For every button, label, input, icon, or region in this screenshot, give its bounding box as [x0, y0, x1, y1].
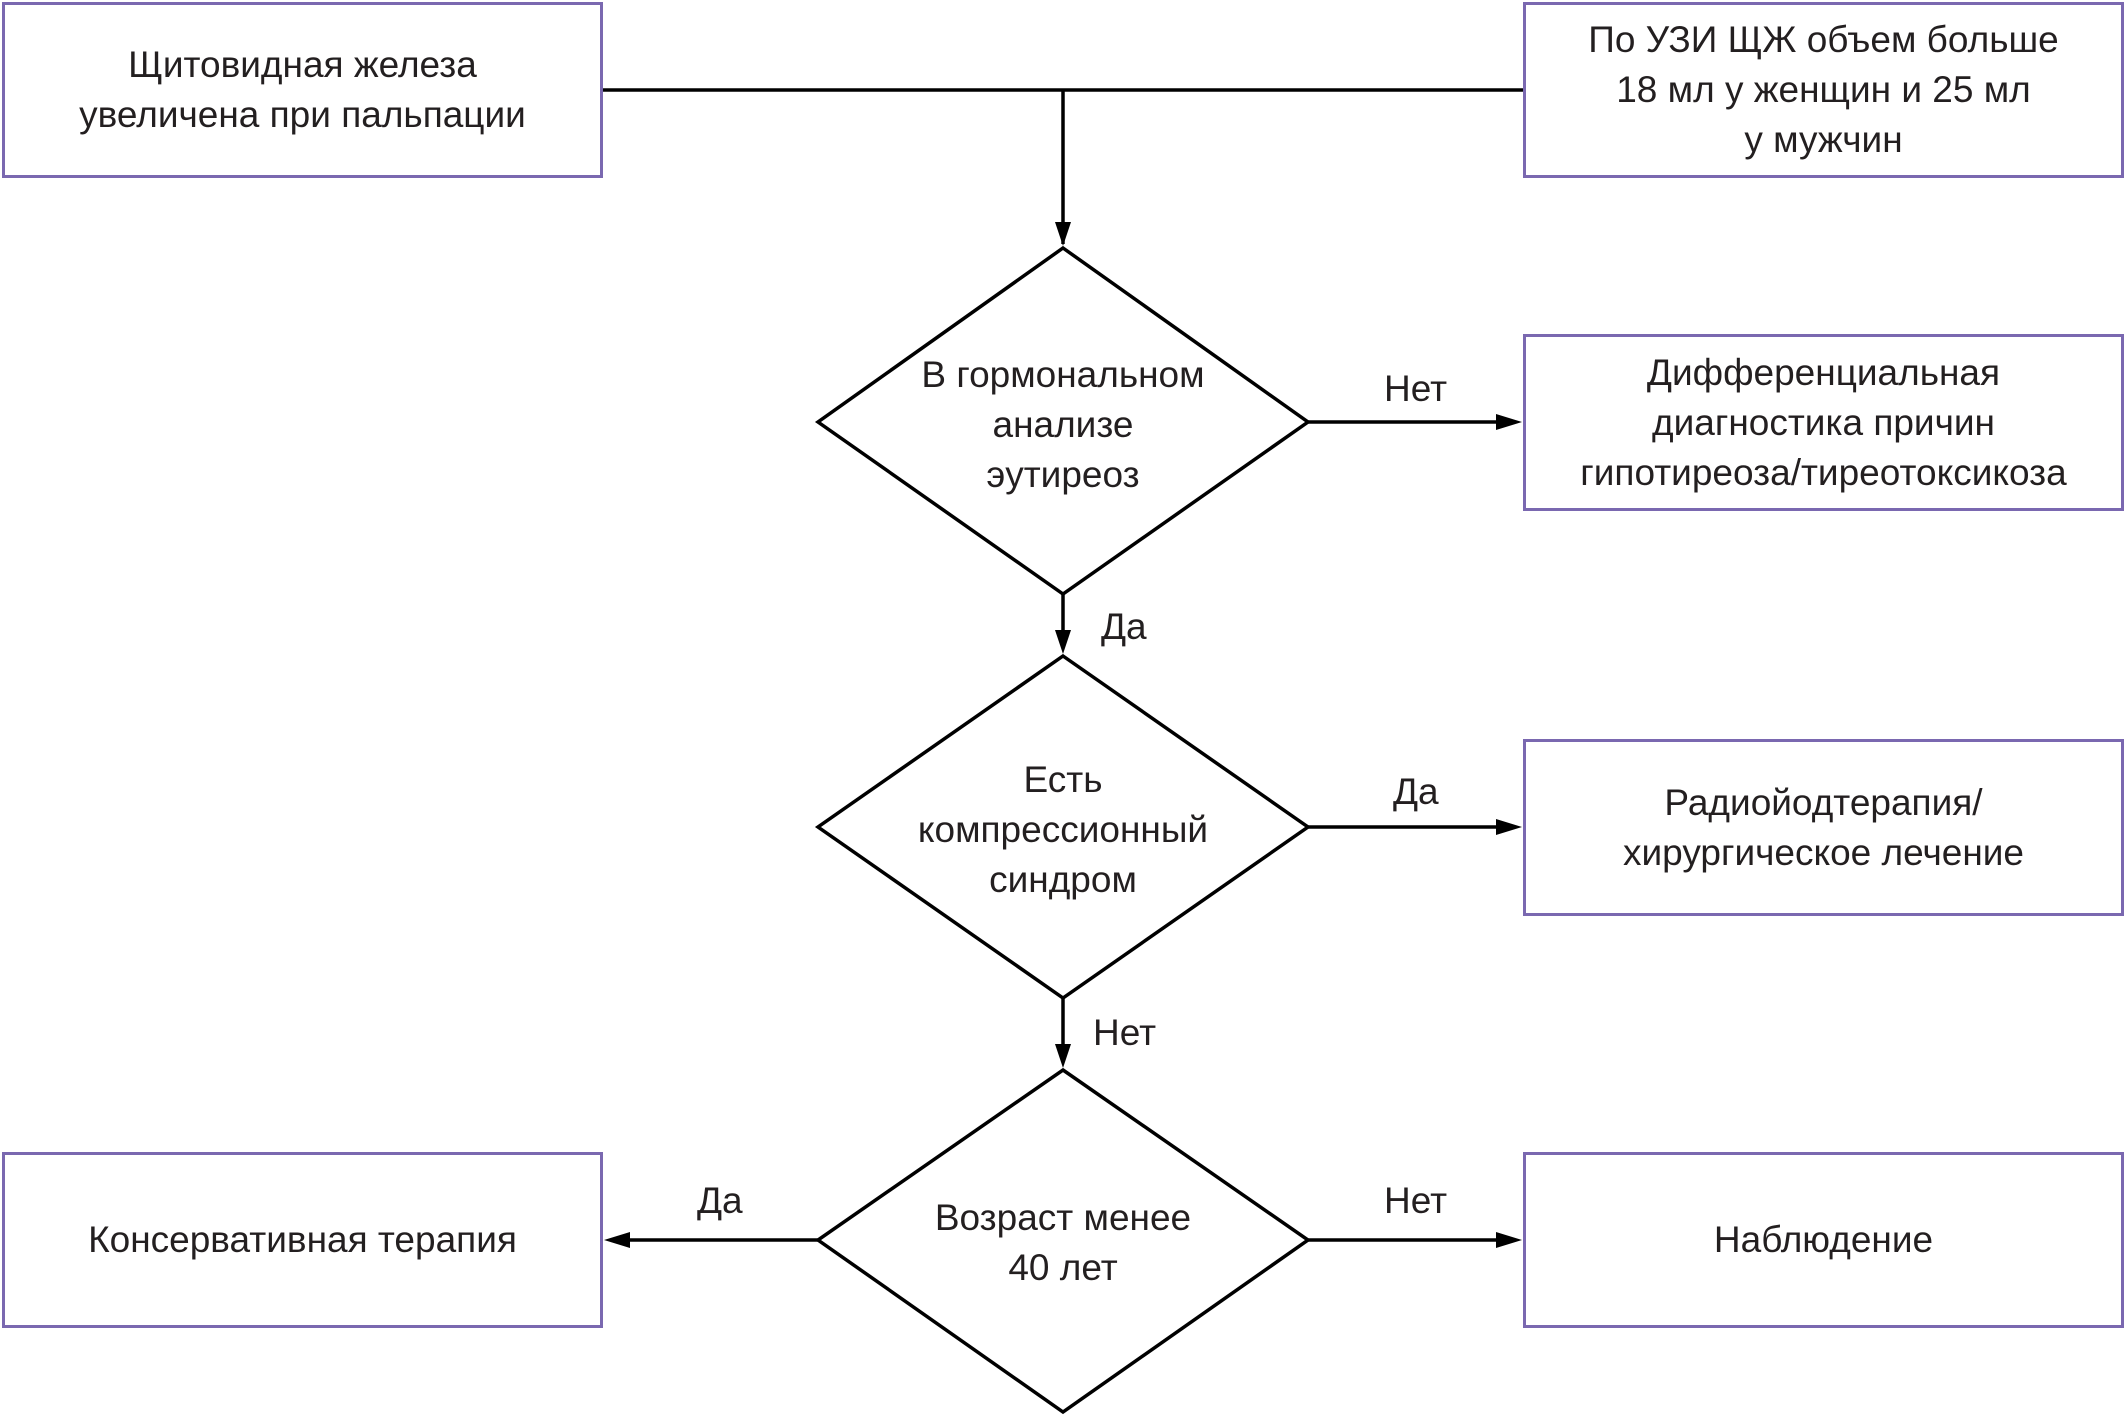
- arrowhead-right-2: [1496, 819, 1522, 835]
- age-decision-text: Возраст менее 40 лет: [934, 1197, 1192, 1288]
- palpation-box: Щитовидная железа увеличена при пальпаци…: [2, 2, 603, 178]
- edge-label-compression-no: Нет: [1093, 1012, 1157, 1053]
- arrowhead-down-2: [1055, 630, 1071, 654]
- differential-dx-box: Дифференциальная диагностика причин гипо…: [1523, 334, 2124, 511]
- conservative-text: Консервативная терапия: [88, 1219, 517, 1260]
- radioiodine-text: Радиойодтерапия/ хирургическое лечение: [1622, 781, 2025, 873]
- age-decision-diamond: [814, 1067, 1312, 1415]
- observation-text: Наблюдение: [1713, 1219, 1934, 1260]
- compression-decision-text: Есть компрессионный синдром: [917, 759, 1209, 900]
- arrowhead-down-1: [1055, 222, 1071, 246]
- edge-label-hormonal-no: Нет: [1384, 368, 1448, 409]
- ultrasound-box: По УЗИ ЩЖ объем больше 18 мл у женщин и …: [1523, 2, 2124, 178]
- edge-label-hormonal-yes: Да: [1101, 606, 1147, 647]
- arrowhead-down-3: [1055, 1044, 1071, 1068]
- edge-label-age-yes: Да: [697, 1180, 743, 1221]
- ultrasound-text: По УЗИ ЩЖ объем больше 18 мл у женщин и …: [1588, 19, 2059, 160]
- radioiodine-box: Радиойодтерапия/ хирургическое лечение: [1523, 739, 2124, 916]
- arrowhead-right-3: [1496, 1232, 1522, 1248]
- palpation-text: Щитовидная железа увеличена при пальпаци…: [79, 44, 526, 135]
- observation-box: Наблюдение: [1523, 1152, 2124, 1328]
- differential-dx-text: Дифференциальная диагностика причин гипо…: [1580, 351, 2067, 493]
- edge-label-age-no: Нет: [1384, 1180, 1448, 1221]
- edge-label-compression-yes: Да: [1393, 771, 1439, 812]
- hormonal-decision-text: В гормональном анализе эутиреоз: [921, 354, 1205, 495]
- conservative-box: Консервативная терапия: [2, 1152, 603, 1328]
- arrowhead-left: [604, 1232, 630, 1248]
- arrowhead-right-1: [1496, 414, 1522, 430]
